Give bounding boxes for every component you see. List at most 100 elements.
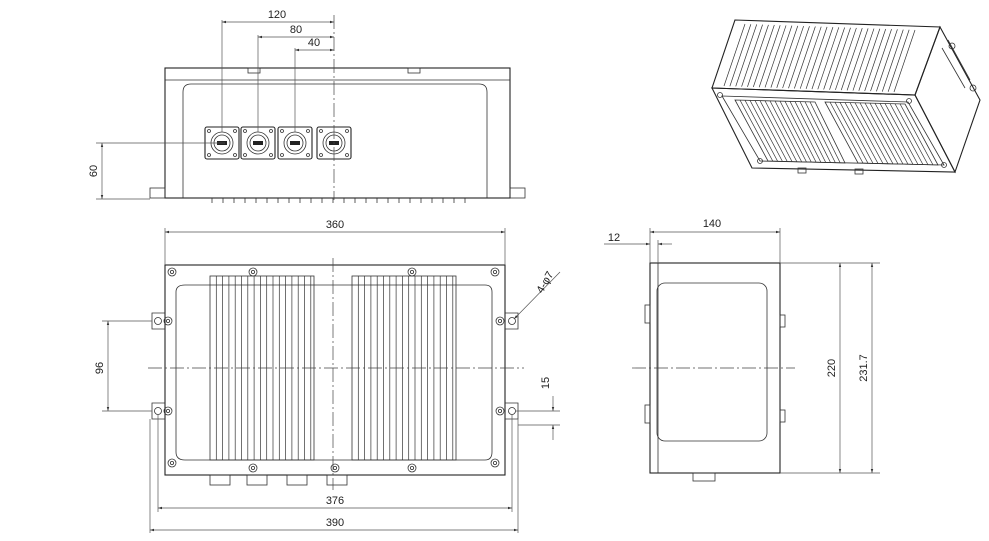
connector-screw — [319, 129, 323, 133]
iso-top-fin — [723, 23, 746, 87]
iso-top-fin — [881, 29, 904, 92]
screw-inner — [165, 318, 170, 323]
dim-120-label: 120 — [268, 9, 286, 21]
iso-fin-panel — [734, 99, 846, 164]
connector-ring-inner — [249, 134, 267, 152]
connector-screw — [306, 129, 310, 133]
iso-fin-panel — [824, 101, 939, 166]
iso-top-fin — [794, 26, 816, 89]
iso-front-fin — [769, 100, 802, 163]
iso-top-fin — [735, 24, 758, 87]
iso-top-fin — [840, 28, 863, 91]
screw-inner — [492, 269, 497, 274]
connector-screw — [306, 153, 310, 157]
screw-outer — [407, 463, 417, 473]
connector-row — [204, 126, 352, 160]
iso-top-fin — [876, 29, 898, 92]
front-view — [149, 15, 526, 203]
dim-220-label: 220 — [826, 359, 838, 377]
screw-outer — [163, 316, 173, 326]
dimension-360: 360 — [164, 219, 506, 265]
screw-outer — [490, 267, 500, 277]
iso-top-fin — [846, 28, 869, 91]
iso-front-fin — [829, 101, 864, 164]
iso-front-fin — [744, 100, 778, 162]
iso-front-fin — [759, 100, 793, 162]
screw-outer — [490, 458, 500, 468]
plan-view — [148, 258, 524, 490]
iso-front-fin — [799, 101, 831, 163]
iso-top-fin — [811, 26, 834, 90]
iso-top-fin — [870, 29, 892, 92]
iso-front-fin — [889, 103, 924, 165]
dim-2317-label: 231.7 — [858, 354, 870, 382]
connector-screw — [207, 153, 211, 157]
iso-front-fin — [779, 100, 812, 163]
iso-top-fin — [829, 27, 851, 90]
dimension-15: 15 — [516, 377, 560, 440]
dimension-140-12: 140 12 — [604, 218, 781, 263]
iso-top-fin — [729, 24, 752, 87]
connector-screw — [243, 153, 247, 157]
screw-outer — [248, 267, 258, 277]
screws — [163, 267, 505, 473]
dim-80-label: 80 — [290, 24, 302, 36]
screw-outer — [330, 463, 340, 473]
iso-front-fin — [834, 102, 869, 164]
dim-15-label: 15 — [540, 377, 552, 389]
connector-screw — [280, 153, 284, 157]
screw-outer — [248, 463, 258, 473]
iso-front-fin — [879, 103, 914, 165]
connector-screw — [345, 153, 349, 157]
iso-top-fin — [805, 26, 828, 90]
dim-40-label: 40 — [308, 37, 320, 49]
iso-top-fin — [752, 24, 775, 88]
isometric-view — [711, 19, 981, 175]
screw-inner — [250, 269, 255, 274]
dim-376-label: 376 — [326, 495, 344, 507]
iso-front-fin — [874, 103, 909, 165]
screw-outer — [167, 267, 177, 277]
top-fins — [723, 23, 916, 93]
screw-inner — [250, 465, 255, 470]
connector-key — [253, 141, 263, 145]
iso-top-fin — [741, 24, 763, 87]
iso-top-fin — [852, 28, 875, 91]
screw-inner — [497, 318, 502, 323]
screw-inner — [409, 465, 414, 470]
screw-outer — [163, 406, 173, 416]
connector-screw — [207, 129, 211, 133]
connector-screw — [319, 153, 323, 157]
bottom-fin-stubs — [211, 198, 466, 203]
iso-front-fin — [859, 102, 894, 165]
dimension-60: 60 — [88, 142, 225, 200]
hole-callout-label: 4-φ7 — [534, 270, 556, 296]
dimension-top: 120 80 40 — [221, 9, 334, 132]
iso-front-fin — [839, 102, 874, 164]
screw-inner — [409, 269, 414, 274]
iso-top-fin — [887, 29, 910, 92]
iso-front-fin — [844, 102, 879, 164]
connector-screw — [233, 129, 237, 133]
iso-front-fin — [754, 100, 788, 162]
iso-front-fin — [739, 99, 774, 162]
iso-front-fin — [854, 102, 889, 164]
side-view — [632, 262, 795, 482]
screw-outer — [495, 316, 505, 326]
iso-top-fin — [893, 29, 916, 93]
dim-140-label: 140 — [703, 218, 721, 230]
iso-top-fin — [764, 25, 787, 88]
screw-inner — [497, 408, 502, 413]
screw-inner — [492, 460, 497, 465]
dim-360-label: 360 — [326, 219, 344, 231]
screw-outer — [167, 458, 177, 468]
iso-top-fin — [776, 25, 799, 88]
iso-front-fin — [869, 102, 904, 165]
iso-top-fin — [747, 24, 769, 87]
connector-key — [290, 141, 300, 145]
dimension-376-390: 376 390 — [149, 415, 519, 533]
connector-screw — [269, 153, 273, 157]
iso-front-fin — [849, 102, 884, 164]
iso-top-fin — [770, 25, 793, 88]
